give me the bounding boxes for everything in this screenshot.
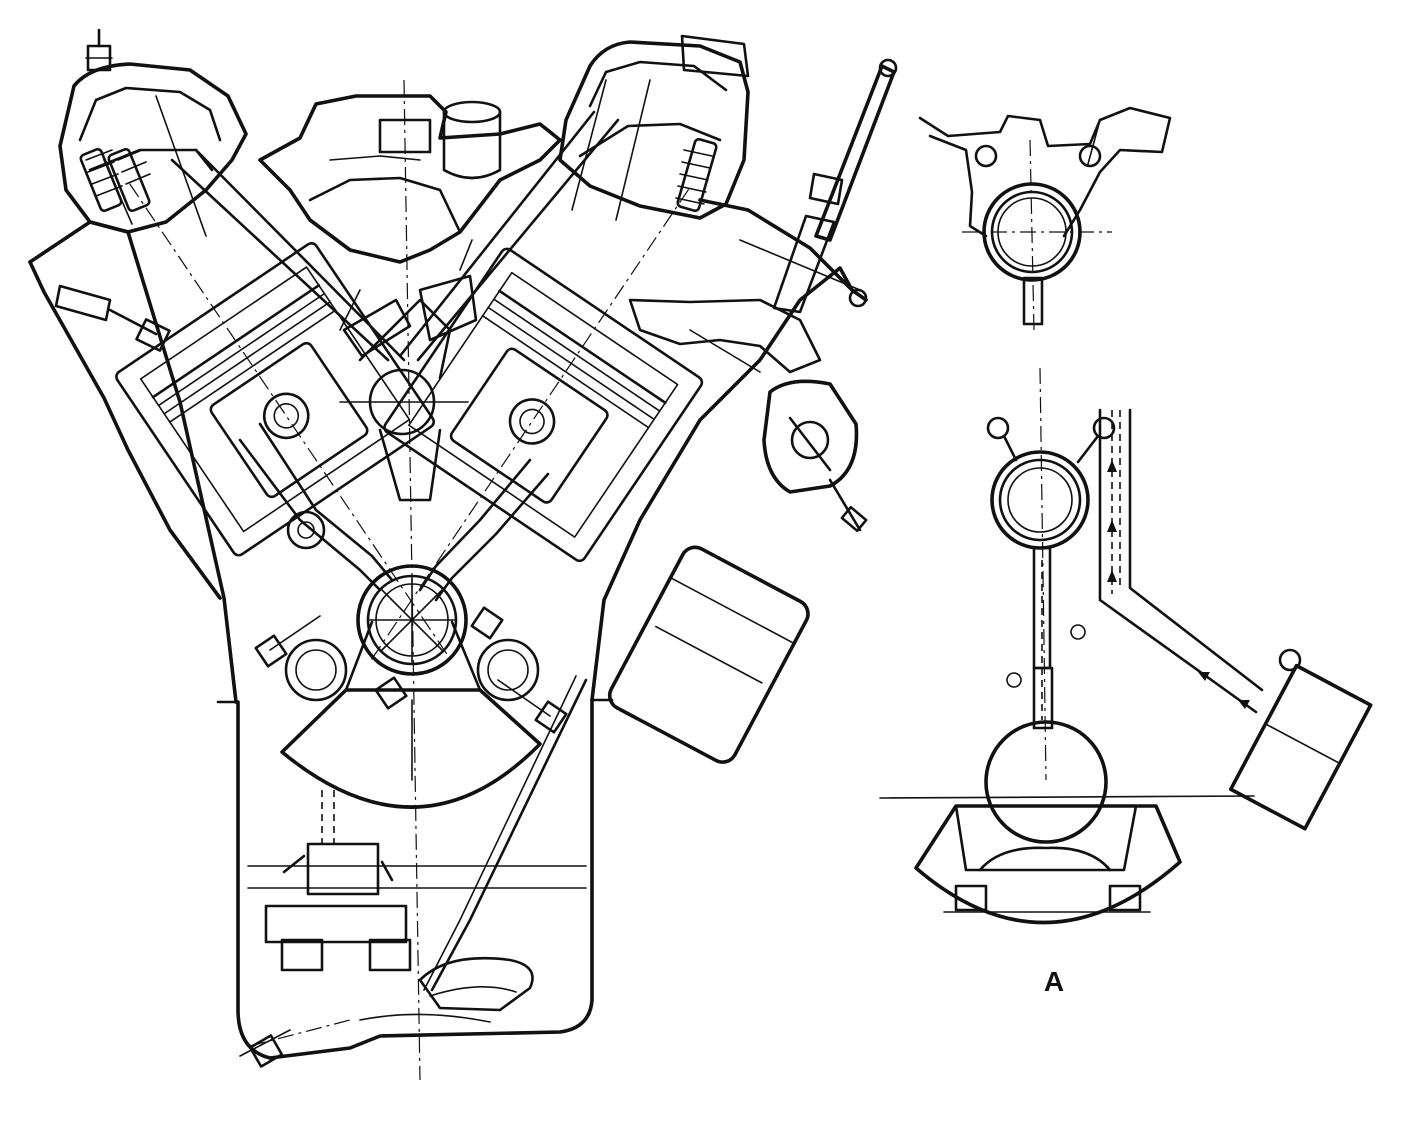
oil-dipstick (430, 678, 588, 992)
oil-pump (264, 790, 534, 1012)
oil-filter (607, 545, 810, 764)
right-valve-spring (675, 137, 718, 213)
left-cylinder-head (58, 62, 248, 234)
main-bearing-bolts (254, 606, 568, 734)
intake-manifold (258, 94, 562, 264)
detail-top-bearing (918, 106, 1172, 331)
exhaust-manifold (628, 298, 822, 374)
crankshaft (284, 564, 540, 702)
right-cylinder-bank (369, 188, 704, 663)
left-connecting-rod (238, 438, 382, 592)
detail-label: A (1043, 966, 1065, 997)
right-cylinder-head (558, 40, 750, 220)
dipstick-tube (739, 58, 898, 314)
oil-filler-cap (442, 100, 502, 124)
detail-main-bearing-cap (879, 720, 1255, 925)
left-spark-plug (54, 284, 171, 352)
fuel-pump (762, 379, 868, 533)
main-engine-section (28, 28, 898, 1081)
left-valve-spring (79, 147, 151, 213)
detail-oil-passage (986, 367, 1373, 831)
left-cylinder-bank (115, 183, 449, 657)
oil-pan (236, 698, 594, 1060)
crank-counterweight (280, 688, 542, 809)
drain-plug (248, 1034, 284, 1068)
detail-a (879, 106, 1373, 925)
engine-block (28, 220, 238, 704)
